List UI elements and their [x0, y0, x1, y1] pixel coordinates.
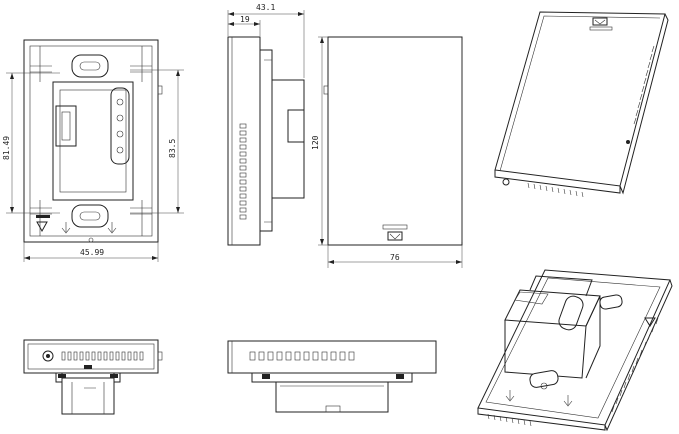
iso-vent-slots	[633, 45, 655, 125]
knob-icon	[42, 350, 54, 362]
top-view	[227, 340, 437, 413]
iso-front-view	[494, 11, 669, 198]
arrow-down-icon	[61, 222, 71, 234]
dim-inner-height: 83.5	[168, 139, 177, 158]
face-view: 120 76	[311, 36, 463, 268]
arrow-down-icon	[107, 222, 117, 234]
dim-plate-depth: 19	[240, 15, 250, 24]
iso-back-vents	[487, 317, 659, 427]
top-vent-slots	[249, 351, 355, 361]
dim-body-width: 76	[390, 253, 400, 262]
bottom-view	[23, 339, 163, 415]
iso-bottom-vents	[527, 182, 584, 198]
bottom-vent-slots	[61, 351, 144, 361]
dim-side-depth: 43.1	[256, 3, 275, 12]
warning-icon	[36, 221, 48, 233]
dim-front-width: 45.99	[80, 248, 104, 257]
iso-back-view	[477, 269, 673, 432]
front-view: 45.99 81.49 83.5	[2, 39, 184, 262]
brand-logo	[382, 224, 408, 241]
dim-body-height: 120	[311, 135, 320, 150]
side-view: 43.1 19	[227, 3, 305, 246]
dim-front-height: 81.49	[2, 136, 11, 160]
vent-slots	[239, 123, 247, 220]
